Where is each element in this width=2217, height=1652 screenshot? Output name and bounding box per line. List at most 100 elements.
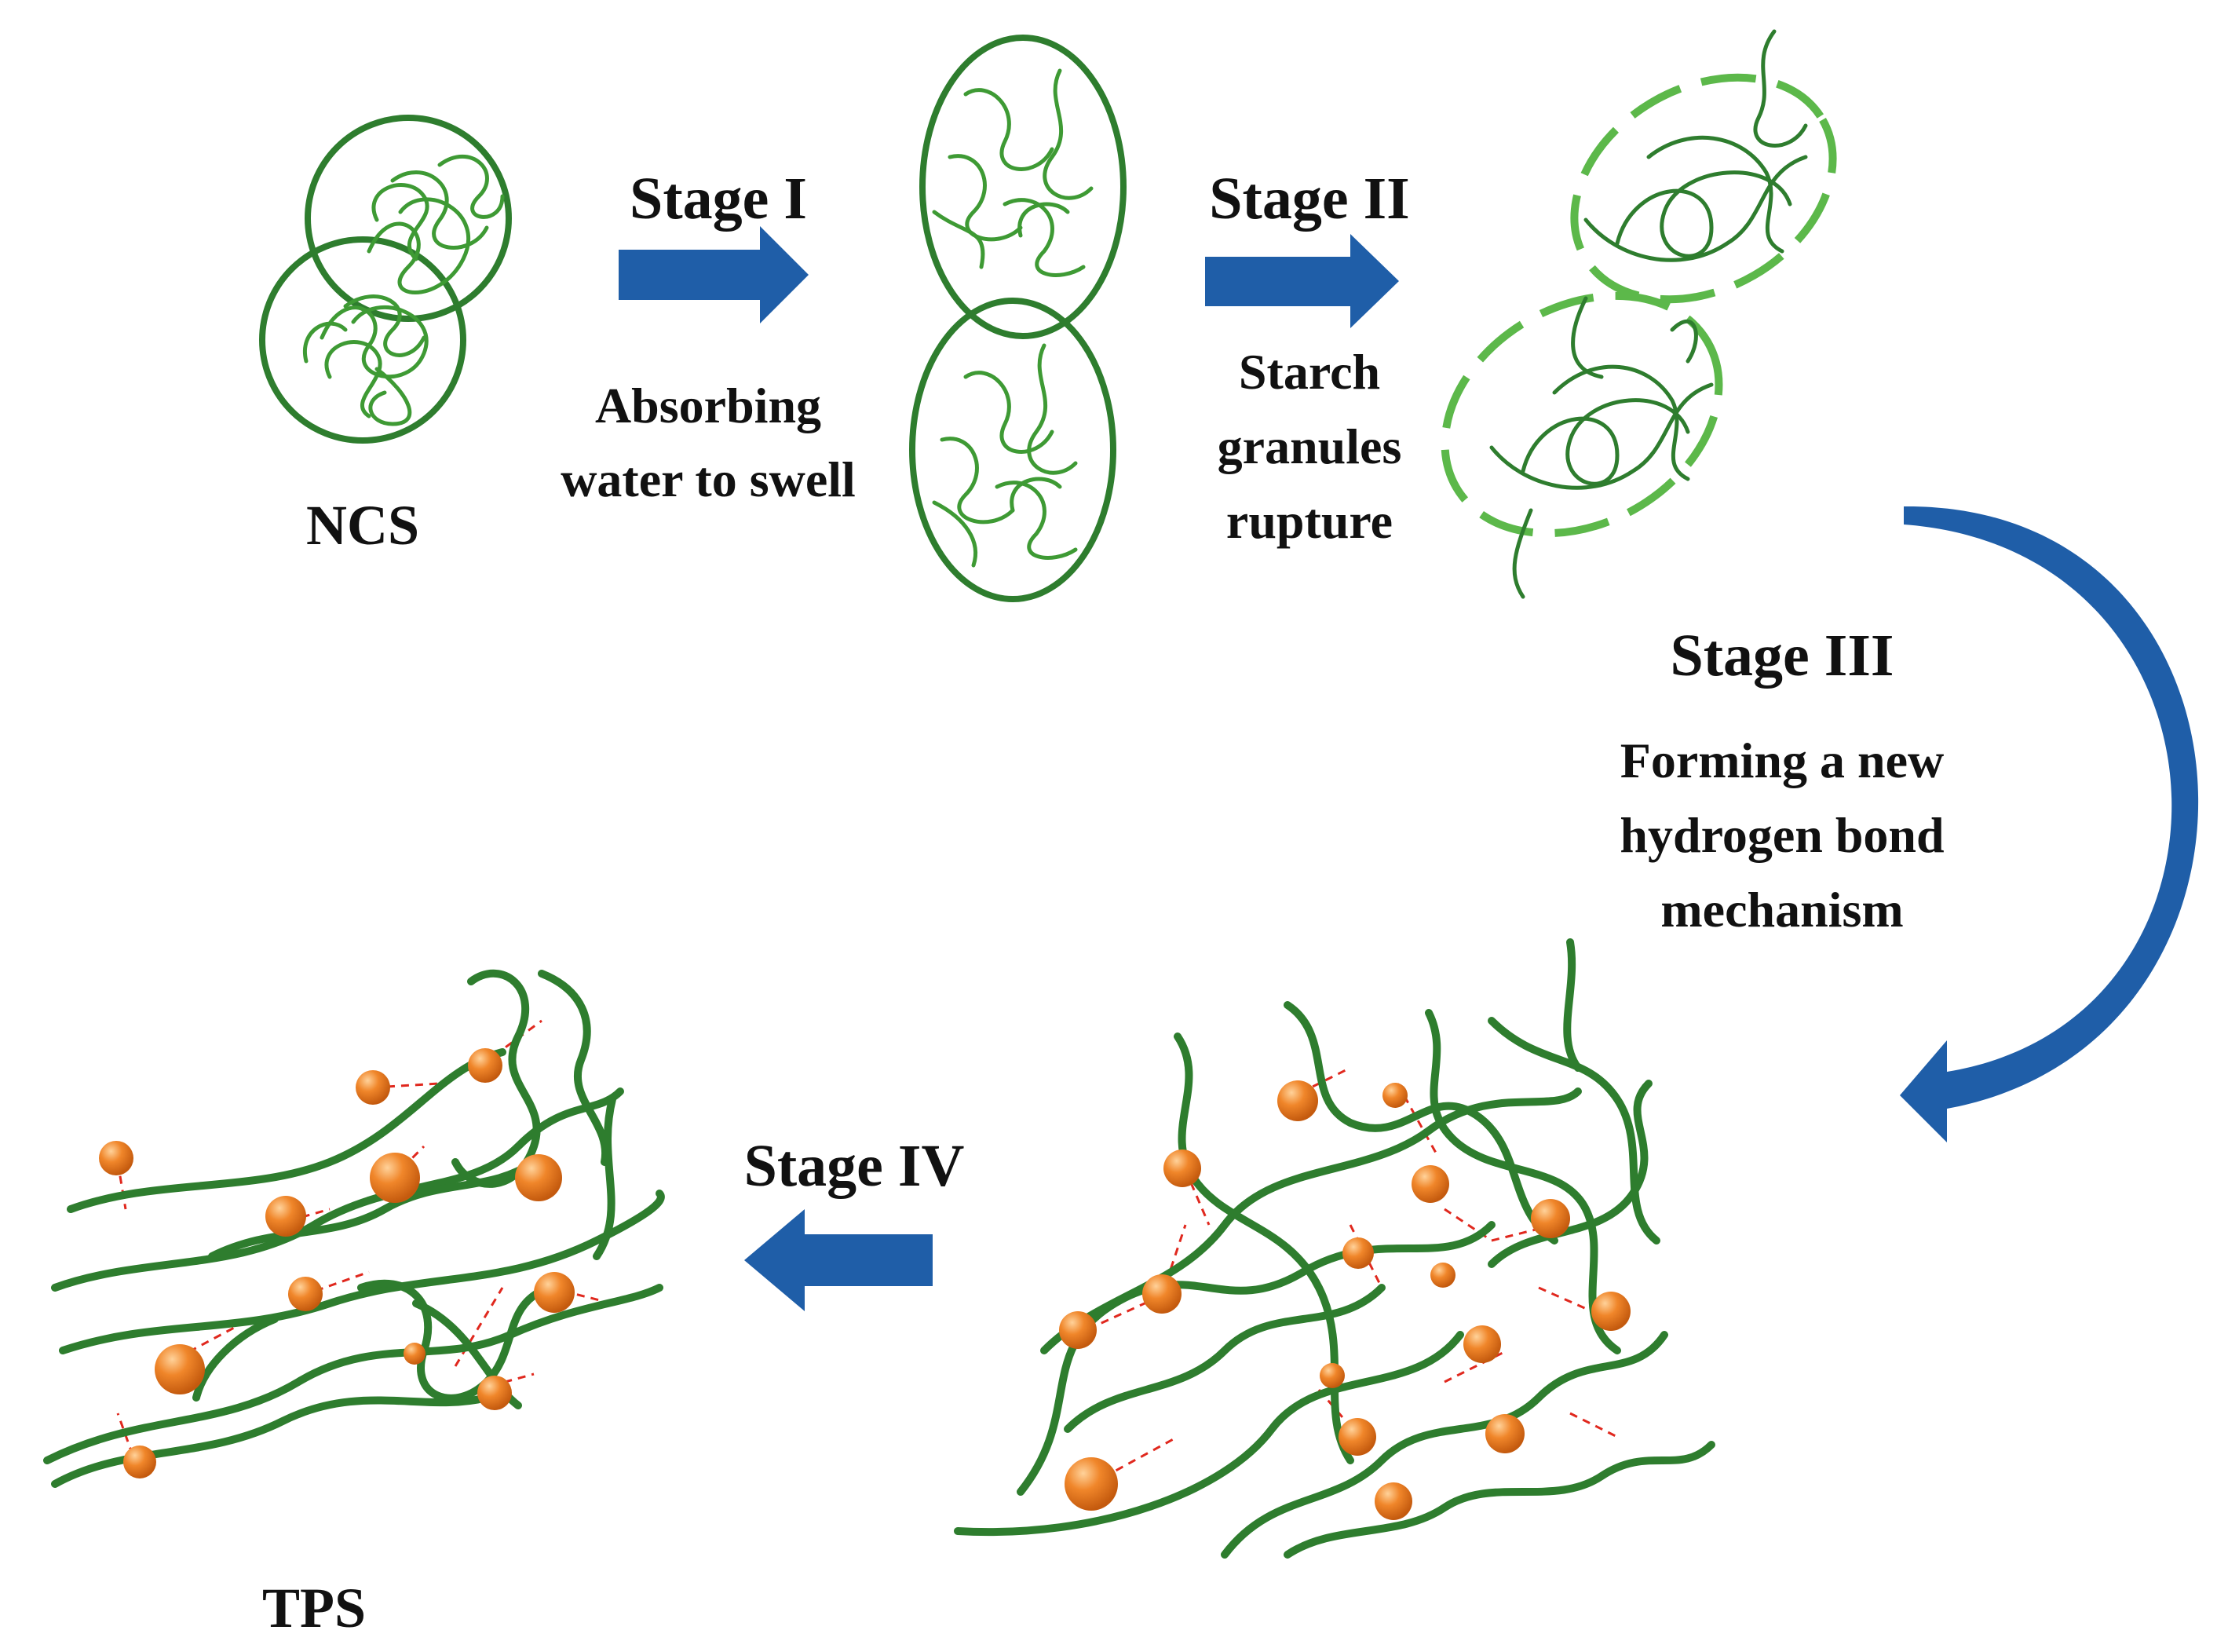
stage3-desc-line1: Forming a new [1620, 733, 1944, 788]
plasticizer-bead [534, 1272, 575, 1313]
stage3-title: Stage III [1670, 623, 1894, 689]
starch-chain [1284, 1001, 1558, 1244]
plasticizer-bead [1065, 1457, 1118, 1511]
plasticizer-bead [155, 1344, 205, 1394]
starch-chain [1571, 296, 1604, 379]
starch-chain [932, 210, 985, 269]
right-arrow-icon [619, 226, 809, 323]
ruptured-starch-chains [1489, 29, 1808, 599]
starch-chain [954, 1331, 1464, 1537]
starch-chain [1043, 68, 1094, 200]
starch-chain [368, 367, 412, 426]
starch-chain [1488, 1080, 1653, 1268]
plasticizer-bead [1430, 1263, 1455, 1288]
starch-chain [1670, 319, 1698, 364]
plasticizer-bead [1342, 1237, 1374, 1269]
starch-chain [1221, 1331, 1668, 1559]
hydrogen-bond [116, 1413, 139, 1469]
starch-chain [1646, 135, 1784, 254]
stage1-desc-line2: water to swell [561, 451, 856, 507]
starch-chain [208, 1158, 538, 1260]
starch-chain [371, 183, 429, 261]
starch-chain [437, 154, 505, 219]
starch-chain [1017, 202, 1070, 238]
plasticizer-bead [1463, 1325, 1501, 1363]
starch-chain [1425, 1009, 1621, 1354]
plasticizer-bead [477, 1376, 512, 1410]
plasticizer-bead [1485, 1414, 1525, 1453]
hydrogen-bond [482, 1019, 542, 1065]
starch-chain [367, 197, 471, 294]
right-arrow-icon [1205, 234, 1399, 328]
stage4-title: Stage IV [744, 1133, 965, 1199]
hydrogen-bond [454, 1287, 504, 1367]
stage2-desc-line1: Starch [1239, 344, 1380, 400]
stage3-desc-line2: hydrogen bond [1620, 807, 1944, 863]
starch-chain [1017, 1221, 1496, 1496]
ruptured-granules [1441, 29, 1837, 599]
starch-chain [1583, 155, 1808, 262]
starch-chain [538, 970, 610, 1166]
starch-chain [1488, 1017, 1660, 1244]
plasticizer-bead [288, 1277, 323, 1311]
ruptured-granule-ellipse [1441, 291, 1723, 538]
gelatinized-network [954, 938, 1715, 1559]
plasticizer-molecules [99, 1048, 575, 1478]
starch-chain [390, 170, 489, 250]
plasticizer-bead [1163, 1149, 1201, 1187]
swollen-granules [909, 35, 1127, 602]
starch-chain [1753, 29, 1808, 148]
starch-chains [954, 938, 1715, 1559]
swollen-granule-ellipse [909, 298, 1116, 602]
starch-chain [1010, 477, 1062, 513]
starch-chain [1064, 1284, 1386, 1433]
plasticizer-bead [1339, 1418, 1376, 1456]
tps-label: TPS [262, 1577, 366, 1639]
plasticizer-bead [265, 1196, 306, 1237]
stage1-desc-line1: Absorbing [595, 378, 821, 433]
starch-chain [192, 1315, 279, 1402]
starch-chain [995, 481, 1078, 560]
stage2-desc-line2: granules [1218, 418, 1402, 474]
ncs-granule-circle [259, 236, 466, 444]
tps-network [43, 969, 665, 1488]
plasticizer-bead [1059, 1311, 1097, 1349]
plasticizer-bead [1382, 1083, 1408, 1108]
ncs-label: NCS [306, 494, 419, 557]
starch-chain [1284, 1441, 1715, 1559]
plasticizer-bead [356, 1070, 390, 1105]
starch-chains [43, 969, 665, 1488]
ncs-granule-circle [305, 115, 512, 322]
plasticizer-bead [1412, 1165, 1449, 1203]
stage1-title: Stage I [630, 166, 807, 232]
starch-chain [324, 340, 382, 418]
starch-chain [932, 500, 978, 568]
starch-chain [59, 1190, 665, 1354]
plasticizer-bead [1320, 1363, 1345, 1388]
starch-chain [1615, 170, 1792, 258]
ruptured-granule-ellipse [1570, 73, 1837, 304]
starch-chain [1563, 938, 1582, 1072]
hydrogen-bond [1569, 1412, 1618, 1438]
starch-chain [1040, 1087, 1582, 1354]
hydrogen-bond [301, 1270, 370, 1297]
plasticizer-bead [370, 1153, 420, 1203]
plasticizer-bead [99, 1141, 133, 1175]
starch-chain [51, 1394, 491, 1488]
hydrogen-bond [1491, 1223, 1555, 1242]
plasticizer-bead [1531, 1199, 1570, 1238]
hydrogen-bond [372, 1082, 440, 1089]
starch-chain [963, 88, 1054, 171]
hydrogen-bond [549, 1286, 613, 1305]
starch-chain [1512, 508, 1533, 599]
plasticizer-bead [1591, 1292, 1631, 1331]
stage2-title: Stage II [1209, 166, 1409, 232]
plasticizer-molecules [1059, 1080, 1631, 1520]
starch-chain [1521, 398, 1690, 486]
plasticizer-bead [123, 1446, 156, 1478]
starch-chain [1027, 343, 1078, 475]
starch-chain [1489, 382, 1714, 490]
starch-chain [963, 371, 1054, 454]
ncs-starch-chains [302, 154, 505, 426]
plasticizer-bead [1277, 1080, 1318, 1121]
